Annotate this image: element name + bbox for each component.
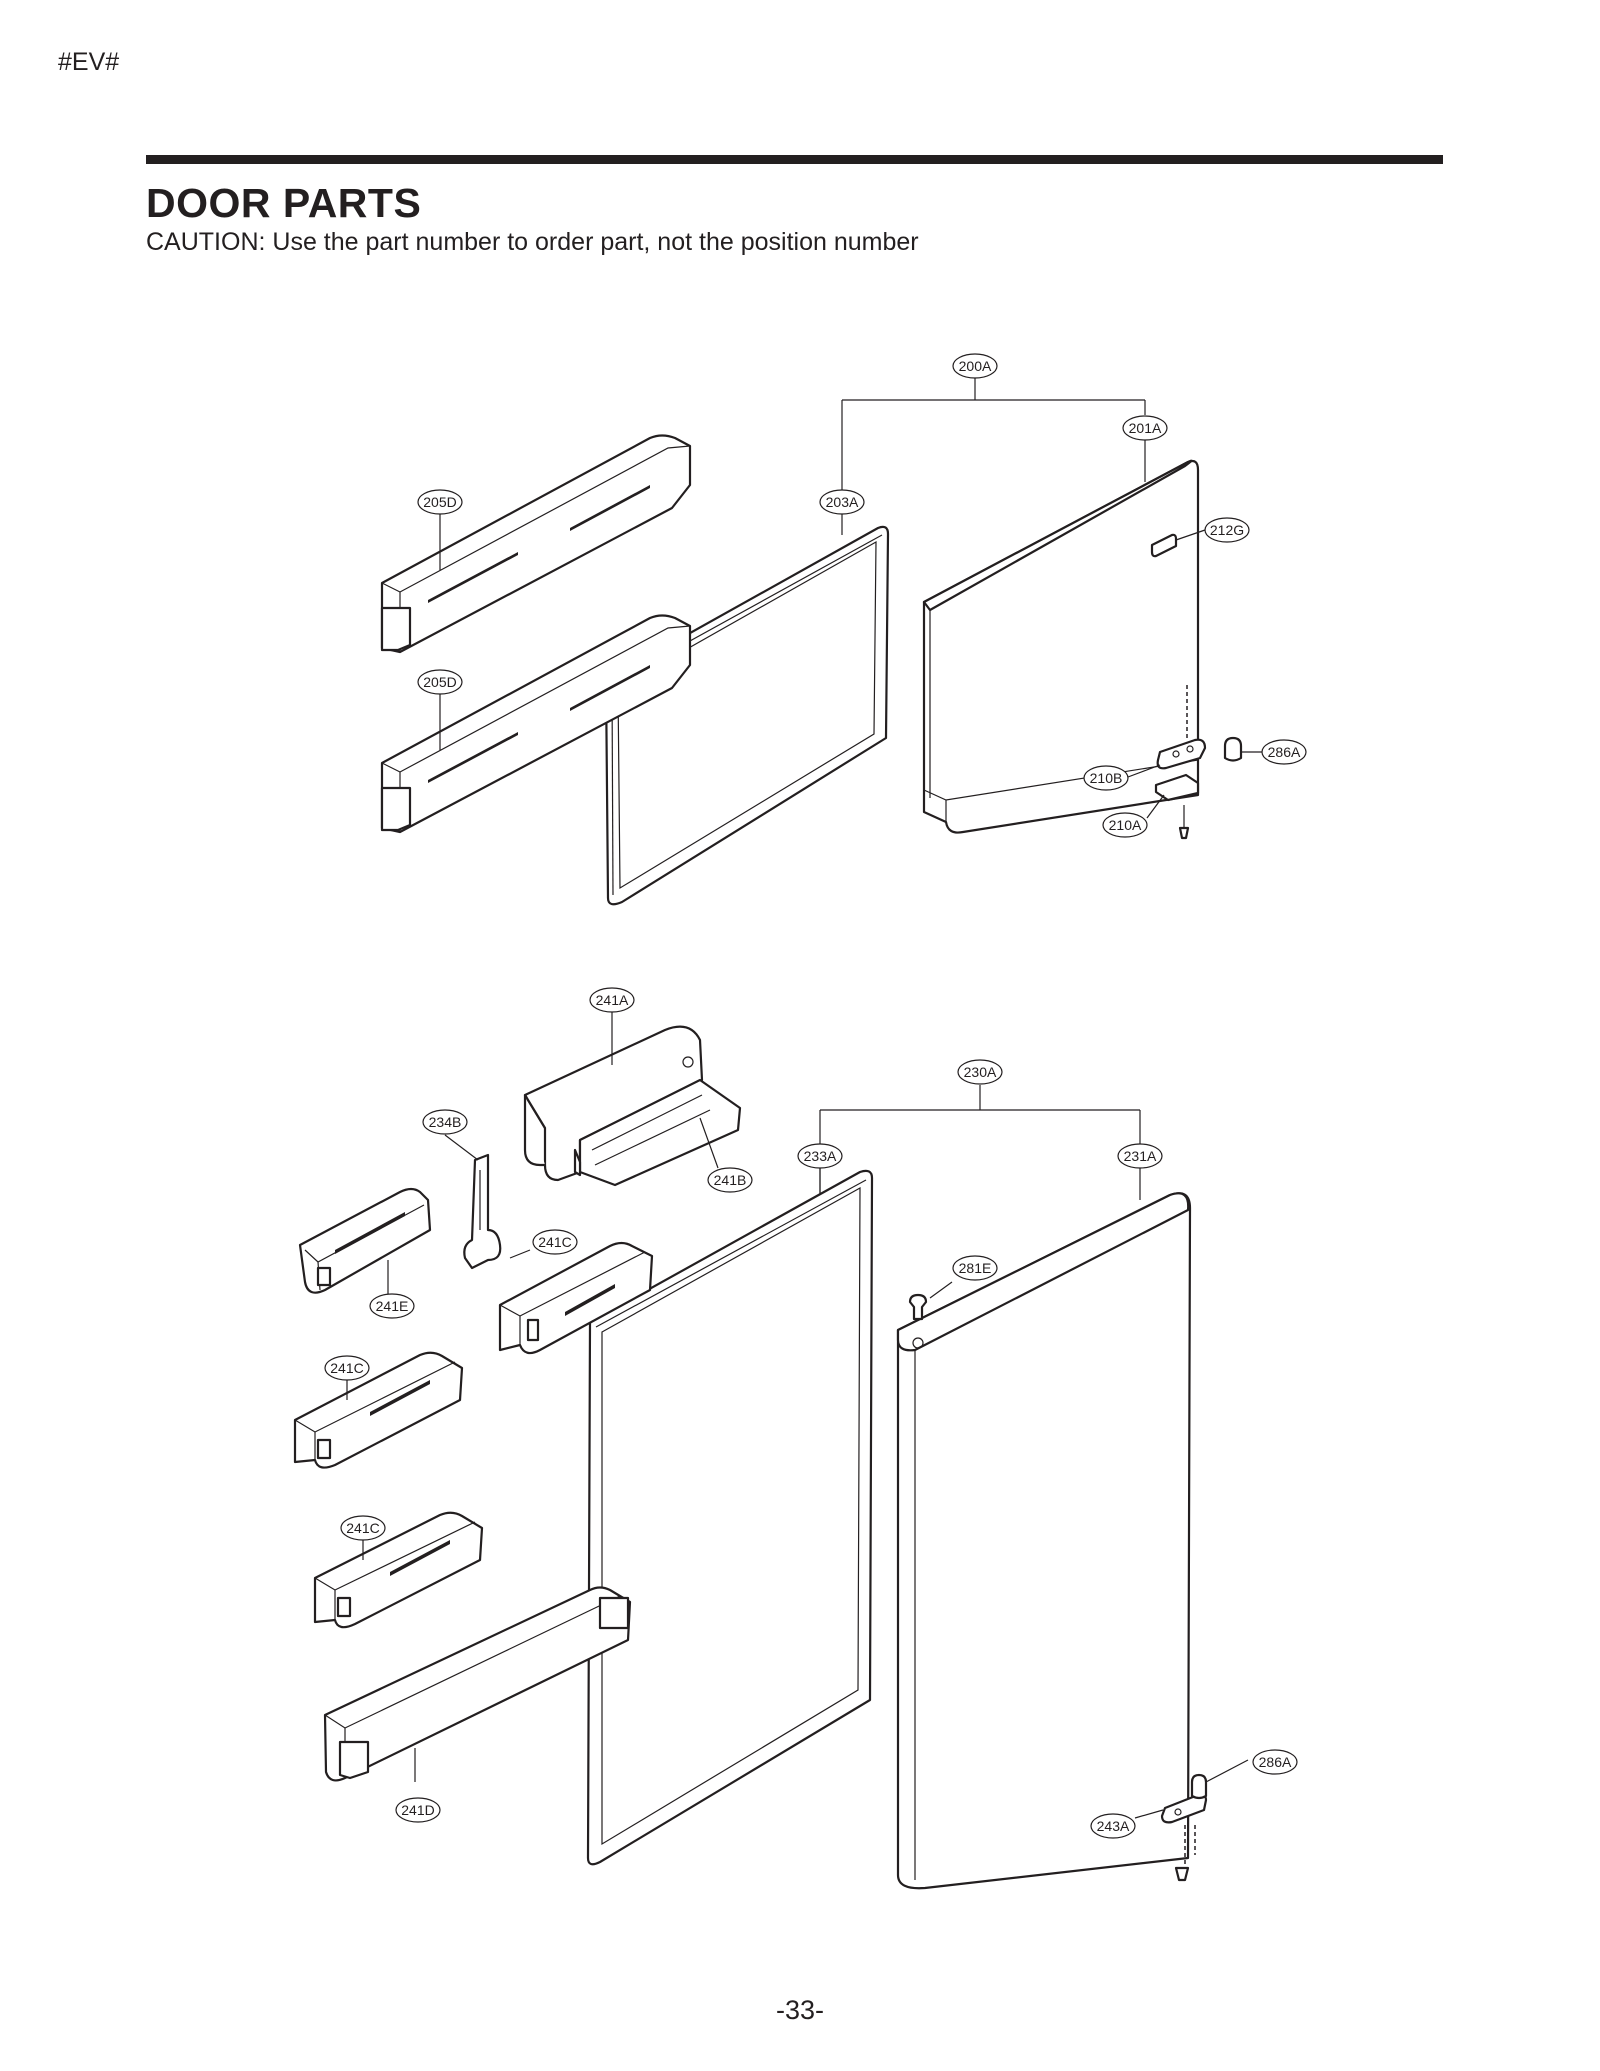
svg-text:243A: 243A	[1097, 1818, 1130, 1834]
leader-241B	[699, 1117, 719, 1169]
page-number: -33-	[775, 1995, 824, 2025]
label-203A: 203A	[819, 489, 865, 515]
svg-text:241D: 241D	[401, 1802, 434, 1818]
leader-243A	[1134, 1809, 1164, 1819]
leader-286A-bottom	[1205, 1759, 1249, 1783]
label-205D-bottom: 205D	[417, 669, 463, 695]
leader-200A	[841, 378, 1146, 535]
label-234B: 234B	[422, 1109, 468, 1135]
svg-text:241C: 241C	[346, 1520, 379, 1536]
svg-text:286A: 286A	[1259, 1754, 1292, 1770]
door-bin-241C-b	[293, 1351, 464, 1469]
svg-text:241E: 241E	[376, 1298, 409, 1314]
label-205D-top: 205D	[417, 489, 463, 515]
label-212G: 212G	[1204, 517, 1250, 543]
door-bin-241C-c	[313, 1511, 484, 1629]
door-bin-241D	[323, 1586, 632, 1782]
door-bin-205D-top	[380, 434, 692, 654]
label-241C-b: 241C	[324, 1355, 370, 1381]
egg-tray-241E	[298, 1187, 432, 1294]
door-stopper-281E	[908, 1293, 928, 1321]
bin-divider-234B	[463, 1153, 502, 1270]
leader-281E	[929, 1281, 953, 1299]
hinge-assembly-243A	[1160, 1773, 1208, 1882]
door-bin-241C-a	[498, 1241, 654, 1355]
label-230A: 230A	[957, 1059, 1003, 1085]
leader-212G	[1175, 529, 1206, 541]
label-210B: 210B	[1083, 765, 1129, 791]
document-code: #EV#	[58, 48, 120, 76]
svg-text:210A: 210A	[1109, 817, 1142, 833]
freezer-door-201A	[922, 459, 1200, 834]
label-201A: 201A	[1122, 415, 1168, 441]
leader-241C-a	[509, 1249, 531, 1259]
leader-210B	[1127, 764, 1161, 778]
svg-text:201A: 201A	[1129, 420, 1162, 436]
svg-text:241B: 241B	[714, 1172, 747, 1188]
label-233A: 233A	[797, 1143, 843, 1169]
label-286A-top: 286A	[1261, 739, 1307, 765]
svg-text:203A: 203A	[826, 494, 859, 510]
svg-text:241C: 241C	[330, 1360, 363, 1376]
svg-text:241A: 241A	[596, 992, 629, 1008]
svg-text:281E: 281E	[959, 1260, 992, 1276]
freezer-gasket-203A	[604, 525, 890, 906]
header-rule	[146, 155, 1443, 164]
refrigerator-door-231A	[896, 1192, 1192, 1890]
door-bin-205D-bottom	[380, 614, 692, 834]
svg-text:241C: 241C	[538, 1234, 571, 1250]
svg-text:233A: 233A	[804, 1148, 837, 1164]
label-241C-a: 241C	[532, 1229, 578, 1255]
svg-text:200A: 200A	[959, 358, 992, 374]
label-243A: 243A	[1090, 1813, 1136, 1839]
svg-text:212G: 212G	[1210, 522, 1244, 538]
refrigerator-gasket-233A	[586, 1169, 874, 1866]
label-200A: 200A	[952, 353, 998, 379]
hinge-assembly-210	[1154, 736, 1243, 840]
dispenser-bin-241A	[523, 1025, 742, 1187]
label-286A-bottom: 286A	[1252, 1749, 1298, 1775]
label-241A: 241A	[589, 987, 635, 1013]
label-241E: 241E	[369, 1293, 415, 1319]
caution-note: CAUTION: Use the part number to order pa…	[146, 228, 919, 256]
svg-text:210B: 210B	[1090, 770, 1123, 786]
label-231A: 231A	[1117, 1143, 1163, 1169]
label-241D: 241D	[395, 1797, 441, 1823]
svg-text:231A: 231A	[1124, 1148, 1157, 1164]
svg-text:286A: 286A	[1268, 744, 1301, 760]
label-241B: 241B	[707, 1167, 753, 1193]
svg-text:230A: 230A	[964, 1064, 997, 1080]
leader-210A	[1146, 794, 1165, 819]
svg-text:205D: 205D	[423, 674, 456, 690]
label-210A: 210A	[1102, 812, 1148, 838]
svg-text:234B: 234B	[429, 1114, 462, 1130]
label-241C-c: 241C	[340, 1515, 386, 1541]
leader-234B	[444, 1134, 479, 1161]
svg-text:205D: 205D	[423, 494, 456, 510]
page-title: DOOR PARTS	[146, 180, 422, 226]
label-281E: 281E	[952, 1255, 998, 1281]
